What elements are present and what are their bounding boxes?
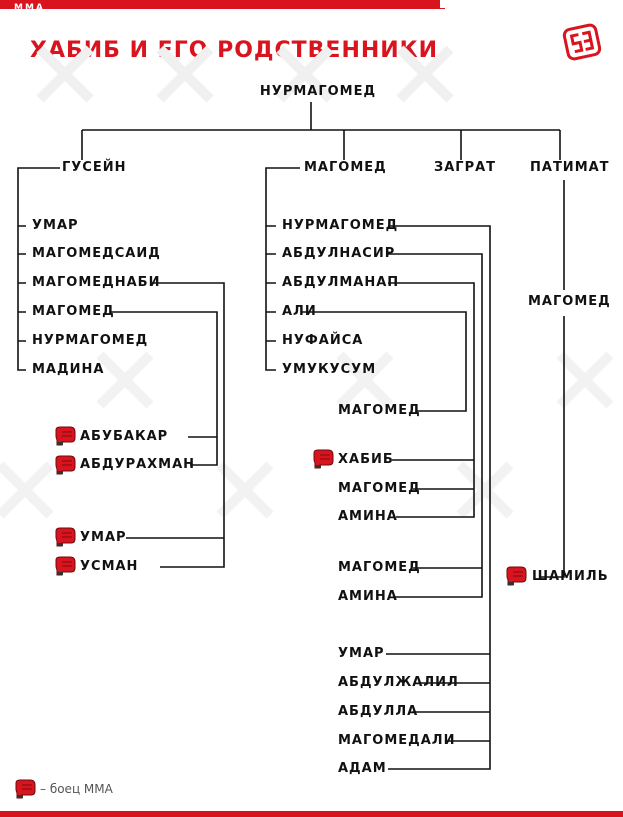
person-name: АБДУЛНАСИР bbox=[282, 246, 396, 261]
branch-magomed: МАГОМЕД bbox=[304, 160, 387, 175]
person-name: АЛИ bbox=[282, 304, 317, 319]
person-name: НУФАЙСА bbox=[282, 333, 364, 348]
person-name: УМАР bbox=[338, 646, 385, 661]
boxing-glove-icon bbox=[506, 566, 527, 586]
tree-connector bbox=[110, 311, 218, 466]
person-name: МАГОМЕД bbox=[338, 481, 421, 496]
tree-connector bbox=[18, 225, 26, 342]
person-name: УМАР bbox=[80, 530, 127, 545]
bottom-accent-bar bbox=[0, 811, 623, 817]
person-name: ХАБИБ bbox=[338, 452, 394, 467]
person-name: АДАМ bbox=[338, 761, 387, 776]
person-name: УСМАН bbox=[80, 559, 139, 574]
page-title: ХАБИБ И ЕГО РОДСТВЕННИКИ bbox=[30, 38, 439, 63]
person-name: УМАР bbox=[32, 218, 79, 233]
tree-connector bbox=[540, 316, 565, 578]
person-name: АМИНА bbox=[338, 509, 398, 524]
top-accent-bar bbox=[0, 0, 440, 8]
tree-connector bbox=[152, 282, 225, 568]
tree-connector bbox=[388, 282, 475, 518]
section-tag: ММА bbox=[14, 3, 45, 13]
person-name: МАГОМЕД bbox=[338, 560, 421, 575]
boxing-glove-icon bbox=[15, 779, 36, 799]
person-name: НУРМАГОМЕД bbox=[282, 218, 399, 233]
person-name: МАГОМЕД bbox=[32, 304, 115, 319]
x-pattern-watermark bbox=[96, 351, 614, 409]
boxing-glove-icon bbox=[313, 449, 334, 469]
boxing-glove-icon bbox=[55, 426, 76, 446]
person-name: АБУБАКАР bbox=[80, 429, 169, 444]
tree-connector bbox=[17, 167, 60, 371]
person-name: АМИНА bbox=[338, 589, 398, 604]
tree-connector bbox=[265, 167, 300, 371]
tree-connector bbox=[266, 225, 276, 342]
boxing-glove-icon bbox=[55, 455, 76, 475]
x-pattern-watermark bbox=[36, 45, 454, 103]
tree-connector bbox=[388, 225, 491, 770]
person-name: МАГОМЕДАЛИ bbox=[338, 733, 456, 748]
boxing-glove-icon bbox=[55, 556, 76, 576]
tree-connector bbox=[386, 253, 483, 598]
person-name: МАГОМЕД bbox=[338, 403, 421, 418]
person-name: МАГОМЕД bbox=[528, 294, 611, 309]
root-name: НУРМАГОМЕД bbox=[259, 84, 377, 99]
person-name: АБДУРАХМАН bbox=[80, 457, 196, 472]
tree-connector bbox=[302, 311, 467, 412]
legend-text: – боец ММА bbox=[40, 782, 113, 796]
tree-connector bbox=[386, 653, 490, 742]
branch-patimat: ПАТИМАТ bbox=[530, 160, 610, 175]
tree-connector bbox=[392, 459, 474, 490]
person-name: ШАМИЛЬ bbox=[532, 569, 609, 584]
person-name: МАГОМЕДНАБИ bbox=[32, 275, 161, 290]
person-name: АБДУЛМАНАП bbox=[282, 275, 400, 290]
person-name: АБДУЛЖАЛИЛ bbox=[338, 675, 459, 690]
branch-zagrat: ЗАГРАТ bbox=[434, 160, 497, 175]
boxing-glove-icon bbox=[55, 527, 76, 547]
branch-gusein: ГУСЕЙН bbox=[62, 160, 127, 175]
person-name: МАГОМЕДСАИД bbox=[32, 246, 161, 261]
top-accent-line bbox=[0, 8, 445, 9]
person-name: НУРМАГОМЕД bbox=[32, 333, 149, 348]
person-name: АБДУЛЛА bbox=[338, 704, 419, 719]
x-pattern-watermark bbox=[0, 461, 514, 519]
sports-ru-logo-icon bbox=[562, 23, 602, 61]
person-name: УМУКУСУМ bbox=[282, 362, 377, 377]
person-name: МАДИНА bbox=[32, 362, 105, 377]
